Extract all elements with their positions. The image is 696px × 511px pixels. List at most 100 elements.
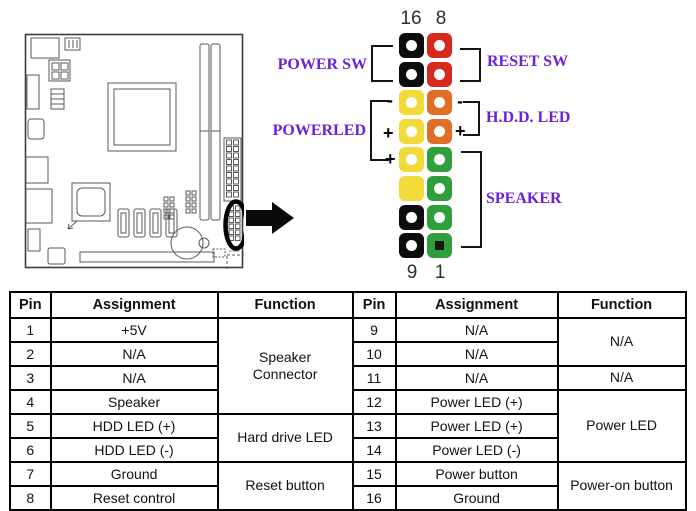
header-pin-yellow — [399, 90, 424, 115]
header-pin-left: Pin — [9, 291, 52, 319]
header-pin-black — [399, 205, 424, 230]
pin-number-cell: 5 — [9, 413, 52, 439]
assignment-cell: Reset control — [49, 485, 219, 511]
pin-hole — [434, 183, 445, 194]
pin-hole — [406, 154, 417, 165]
highlight-oval — [223, 199, 244, 251]
assignment-cell: Speaker — [49, 389, 219, 415]
pin1-key-square — [435, 241, 444, 250]
reset-sw-bracket — [460, 48, 481, 82]
pin-hole — [434, 40, 445, 51]
assignment-cell: Ground — [49, 461, 219, 487]
header-pin-yellow — [399, 176, 424, 201]
power-led-minus-sign: - — [387, 90, 393, 110]
header-pin-right: Pin — [351, 291, 397, 319]
header-function-left: Function — [216, 291, 354, 319]
pin-number-cell: 9 — [351, 317, 397, 343]
pin-number-cell: 11 — [351, 365, 397, 391]
pointer-arrow-icon — [246, 202, 294, 234]
pin-number-cell: 10 — [351, 341, 397, 367]
pin-hole — [406, 240, 417, 251]
pin-number-cell: 14 — [351, 437, 397, 463]
header-pin-orange — [427, 119, 452, 144]
pin-number-cell: 13 — [351, 413, 397, 439]
pin-number-cell: 3 — [9, 365, 52, 391]
assignment-cell: HDD LED (-) — [49, 437, 219, 463]
hdd-led-bracket — [463, 101, 480, 136]
header-pin-green — [427, 147, 452, 172]
power-led-plus-sign-1: + — [383, 123, 394, 143]
pin-number-cell: 6 — [9, 437, 52, 463]
header-pin-green — [427, 176, 452, 201]
function-cell: Power LED — [556, 389, 687, 463]
function-cell: Power-on button — [556, 461, 687, 511]
header-pin-red — [427, 33, 452, 58]
speaker-bracket — [461, 151, 482, 248]
function-cell: N/A — [556, 365, 687, 391]
pin-number-16: 16 — [400, 8, 422, 29]
power-sw-bracket — [371, 45, 393, 82]
pin-number-1: 1 — [434, 262, 446, 283]
pin-hole — [406, 212, 417, 223]
pin-number-cell: 8 — [9, 485, 52, 511]
function-cell: N/A — [556, 317, 687, 367]
assignment-cell: Power LED (+) — [394, 389, 559, 415]
pin-column-left — [399, 33, 424, 267]
header-pin-red — [427, 62, 452, 87]
power-led-plus-sign-2: + — [385, 149, 396, 169]
assignment-cell: N/A — [49, 365, 219, 391]
power-led-bracket — [370, 100, 389, 161]
pin-number-cell: 15 — [351, 461, 397, 487]
pin-hole — [434, 126, 445, 137]
pin-number-cell: 7 — [9, 461, 52, 487]
motherboard-diagram — [24, 33, 244, 269]
assignment-cell: N/A — [49, 341, 219, 367]
hdd-led-plus-sign: + — [455, 121, 466, 141]
header-pin-yellow — [399, 119, 424, 144]
assignment-cell: Power LED (+) — [394, 413, 559, 439]
table-header-row: Pin Assignment Function Pin Assignment F… — [9, 291, 687, 319]
header-pin-black — [399, 62, 424, 87]
assignment-cell: Ground — [394, 485, 559, 511]
pin-hole — [434, 97, 445, 108]
header-function-right: Function — [556, 291, 687, 319]
header-pin-orange — [427, 90, 452, 115]
speaker-label: SPEAKER — [486, 190, 562, 207]
assignment-cell: N/A — [394, 341, 559, 367]
assignment-cell: N/A — [394, 317, 559, 343]
pin-number-8: 8 — [435, 8, 447, 29]
pin-number-cell: 16 — [351, 485, 397, 511]
pin-hole — [434, 69, 445, 80]
header-pin-black — [399, 233, 424, 258]
function-cell: Hard drive LED — [216, 413, 354, 463]
pin-hole — [406, 40, 417, 51]
pin-number-cell: 4 — [9, 389, 52, 415]
pin-hole — [406, 126, 417, 137]
header-pin-green — [427, 205, 452, 230]
assignment-cell: Power button — [394, 461, 559, 487]
pin-hole — [434, 154, 445, 165]
pin-number-cell: 12 — [351, 389, 397, 415]
function-cell: Speaker Connector — [216, 317, 354, 415]
reset-sw-label: RESET SW — [487, 53, 569, 70]
header-pin-black — [399, 33, 424, 58]
pin-hole — [434, 212, 445, 223]
assignment-cell: Power LED (-) — [394, 437, 559, 463]
pin-number-cell: 1 — [9, 317, 52, 343]
pin-column-right — [427, 33, 452, 267]
power-led-label: POWERLED — [272, 122, 366, 139]
assignment-cell: N/A — [394, 365, 559, 391]
assignment-cell: HDD LED (+) — [49, 413, 219, 439]
header-pin-green — [427, 233, 452, 258]
pin-hole — [406, 97, 417, 108]
header-assignment-left: Assignment — [49, 291, 219, 319]
pin-number-9: 9 — [406, 262, 418, 283]
assignment-cell: +5V — [49, 317, 219, 343]
